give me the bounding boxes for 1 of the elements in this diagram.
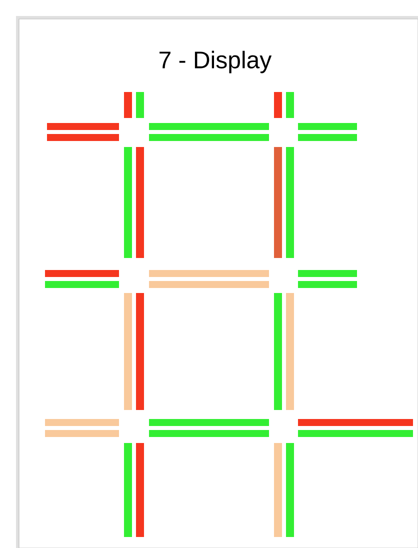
title: 7 - Display [160,50,272,74]
